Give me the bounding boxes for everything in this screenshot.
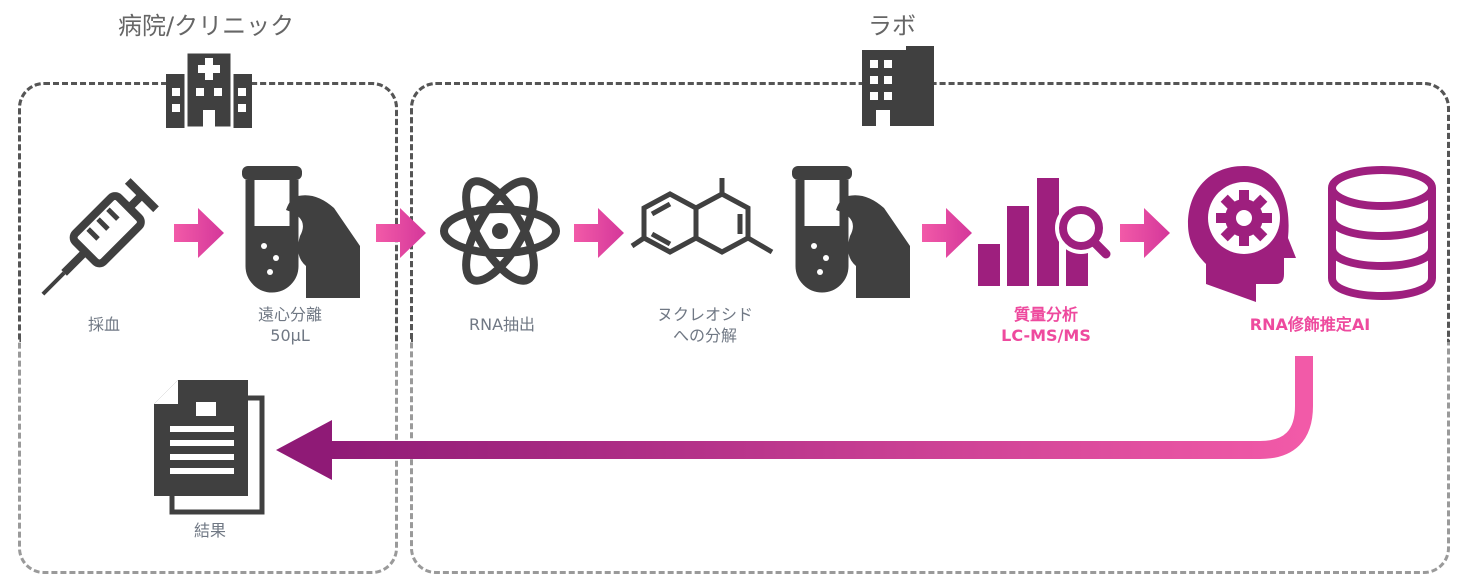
step-sublabel-digestion: への分解 [672, 326, 738, 345]
document-icon [154, 380, 265, 515]
arrow-right-icon [922, 208, 972, 258]
arrow-right-icon [574, 208, 624, 258]
step-label-nucleoside: ヌクレオシド [656, 305, 754, 324]
step-sublabel-volume: 50μL [270, 326, 310, 345]
ai-head-icon [1188, 166, 1296, 302]
step-label-blood-draw: 採血 [87, 315, 121, 334]
clinic-title: 病院/クリニック [118, 12, 295, 40]
chart-search-icon [978, 178, 1111, 286]
step-label-centrifuge: 遠心分離 [257, 305, 323, 324]
lab-title: ラボ [868, 12, 916, 40]
molecule-icon [630, 178, 774, 255]
arrow-right-icon [1120, 208, 1170, 258]
atom-icon [440, 177, 560, 285]
arrow-right-icon [376, 208, 426, 258]
test-tube-hand-icon-2 [792, 166, 910, 298]
hospital-icon [166, 50, 252, 130]
database-icon [1328, 166, 1436, 300]
test-tube-hand-icon [242, 166, 360, 298]
building-icon [862, 46, 934, 126]
step-label-result: 結果 [193, 521, 227, 540]
return-arrow-icon [276, 356, 1313, 480]
step-label-mass-spec: 質量分析 [1013, 305, 1079, 324]
syringe-icon [41, 178, 159, 296]
step-label-ai: RNA修飾推定AI [1249, 315, 1371, 334]
step-label-rna-extraction: RNA抽出 [468, 315, 536, 334]
step-sublabel-lcms: LC-MS/MS [1001, 326, 1091, 345]
arrow-right-icon [174, 208, 224, 258]
